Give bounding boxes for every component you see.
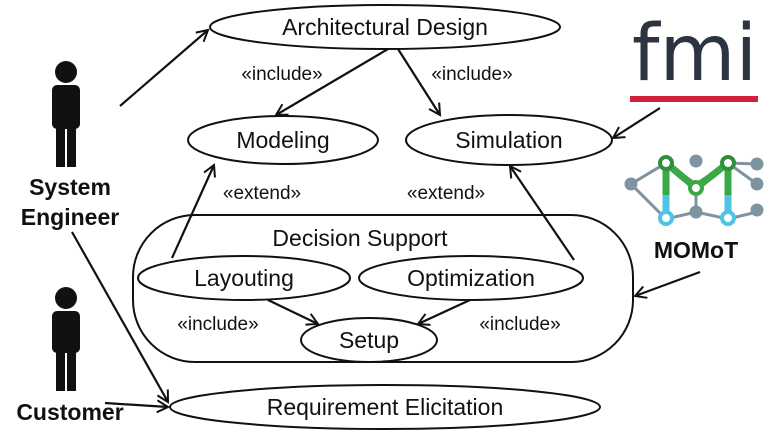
optimization-label: Optimization [407,265,535,291]
architectural-design-label: Architectural Design [282,14,488,40]
customer-to-requirement-arrow [104,403,168,407]
extend-arrow-modeling [170,165,214,259]
extend-label: «extend» [407,183,485,204]
optimization-use-case[interactable] [358,255,584,301]
architectural-design-use-case[interactable] [209,4,561,50]
setup-use-case[interactable] [300,317,438,363]
modeling-label: Modeling [236,127,329,153]
layouting-label: Layouting [194,265,294,291]
extend-arrow-simulation [510,166,575,261]
include-label: «include» [177,314,258,335]
fmi-to-simulation-arrow [613,107,661,138]
fmi-logo-text: fmi [632,9,757,99]
include-arrow-modeling [276,48,389,115]
include-arrow-simulation [397,48,440,115]
system-engineer-label-line1: System [29,174,111,200]
layouting-use-case[interactable] [137,255,351,301]
simulation-label: Simulation [455,127,562,153]
include-arrow-setup-left [267,299,318,324]
momot-logo-text: MOMoT [654,237,738,263]
engineer-to-architectural-design-arrow [119,30,208,107]
include-label: «include» [241,64,322,85]
system-engineer-label-line2: Engineer [21,204,119,230]
include-arrow-setup-right [418,299,471,324]
momot-logo-icon [624,154,764,226]
system-engineer-actor-icon [52,61,80,167]
customer-actor-icon [52,287,80,391]
momot-to-decision-support-arrow [635,270,701,296]
engineer-to-requirement-arrow [71,231,168,402]
fmi-logo: fmi [630,9,758,102]
include-label: «include» [431,64,512,85]
setup-label: Setup [339,327,399,353]
include-label: «include» [479,314,560,335]
requirement-elicitation-label: Requirement Elicitation [267,394,504,420]
extend-label: «extend» [223,183,301,204]
decision-support-label: Decision Support [272,225,448,251]
